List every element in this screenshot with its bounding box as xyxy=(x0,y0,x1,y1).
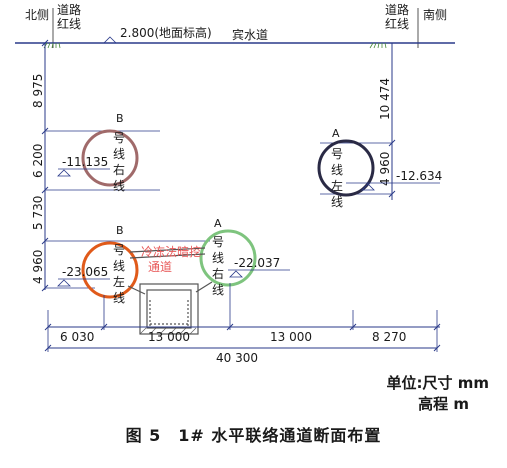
tunnel-b-lower-level-marker xyxy=(57,279,71,287)
tunnel-a-lower-elevation: -22.037 xyxy=(234,256,280,270)
tunnel-b-upper-level-marker xyxy=(57,169,71,177)
south-side-label: 南侧 xyxy=(423,7,447,22)
bottom-dim-3: 13 000 xyxy=(270,330,312,344)
left-dim-3: 5 730 xyxy=(31,196,45,230)
pump-shaft xyxy=(139,283,199,335)
grass-south xyxy=(369,42,387,49)
tunnel-a-upper-elevation: -12.634 xyxy=(396,169,442,183)
grass-north xyxy=(43,42,61,49)
tunnel-a-lower-level-marker xyxy=(229,270,243,278)
tunnel-a-lower-line-label: 号 线 右 线 xyxy=(212,235,228,297)
passage-label: 冷冻法暗挖 通道 xyxy=(141,244,205,274)
figure-caption: 图 5 1# 水平联络通道断面布置 xyxy=(125,426,382,445)
tunnel-a-upper-name: A xyxy=(332,127,340,140)
tunnel-a-upper-circle xyxy=(317,139,375,197)
right-dim-1: 10 474 xyxy=(378,78,392,120)
tunnel-b-lower-circle xyxy=(81,241,139,299)
tunnel-b-upper-name: B xyxy=(116,112,124,125)
road-name-label: 宾水道 xyxy=(232,27,268,42)
tunnel-b-upper-circle xyxy=(81,129,139,187)
total-dim-ticks xyxy=(44,344,441,352)
tunnel-b-lower-name: B xyxy=(116,224,124,237)
tunnel-a-upper-level-marker xyxy=(361,183,375,191)
north-side-label: 北侧 xyxy=(25,8,49,22)
north-road-line-label: 道路 红线 xyxy=(57,2,85,31)
bottom-total-dim: 40 300 xyxy=(216,351,258,365)
tunnel-b-lower-elevation: -23.065 xyxy=(62,265,108,279)
connecting-passage xyxy=(127,247,213,295)
ground-elevation-label: 2.800(地面标高) xyxy=(120,25,212,40)
tunnel-b-lower-line-label: 号 线 左 线 xyxy=(113,243,129,305)
tunnel-a-lower-circle xyxy=(199,229,257,287)
bottom-dim-4: 8 270 xyxy=(372,330,406,344)
left-dim-1: 8 975 xyxy=(31,74,45,108)
bottom-dim-1: 6 030 xyxy=(60,330,94,344)
ground-level-marker xyxy=(103,36,117,44)
left-dim-2: 6 200 xyxy=(31,144,45,178)
units-line-2: 高程 m xyxy=(418,395,469,413)
south-road-line-label: 道路 红线 xyxy=(385,2,413,31)
shaft-hatching xyxy=(139,327,197,335)
tunnel-a-upper-line-label: 号 线 左 线 xyxy=(331,147,347,209)
left-dim-4: 4 960 xyxy=(31,250,45,284)
tunnel-b-upper-elevation: -11.135 xyxy=(62,155,108,169)
right-dim-2: 4 960 xyxy=(378,152,392,186)
bottom-dim-extensions xyxy=(47,283,438,352)
tunnel-a-lower-name: A xyxy=(214,217,222,230)
units-line-1: 单位:尺寸 mm xyxy=(386,374,489,392)
bottom-dim-2: 13 000 xyxy=(148,330,190,344)
tunnel-b-upper-line-label: 号 线 右 线 xyxy=(113,131,129,193)
